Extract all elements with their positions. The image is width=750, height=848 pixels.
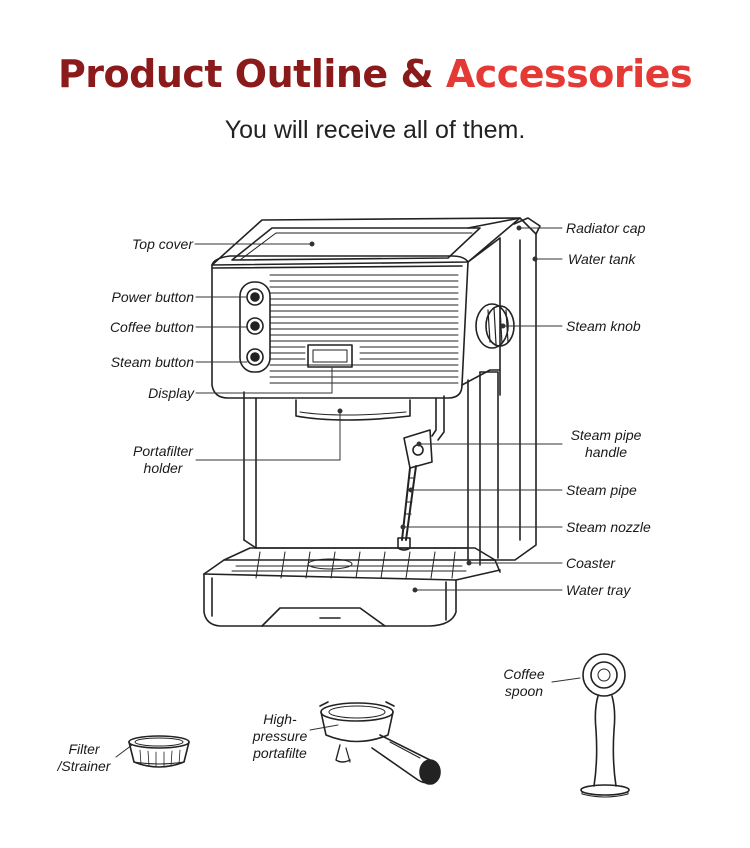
label-steam-button: Steam button: [110, 354, 194, 370]
label-portafilter-holder: Portafilter holder: [118, 443, 208, 477]
radiator-cap: [513, 217, 541, 235]
title-part-accessories: Accessories: [445, 52, 693, 96]
label-portafilter-line3: portafilte: [253, 745, 307, 761]
portafilter: [319, 701, 441, 785]
label-display: Display: [148, 385, 194, 401]
page-subtitle: You will receive all of them.: [224, 116, 526, 144]
label-steam-knob: Steam knob: [566, 318, 641, 334]
espresso-machine: [203, 217, 541, 627]
group-head: [295, 399, 411, 421]
label-water-tank: Water tank: [568, 251, 636, 267]
label-coffee-button: Coffee button: [109, 319, 194, 335]
label-top-cover: Top cover: [132, 236, 193, 252]
label-portafilter-holder-line2: holder: [143, 460, 183, 476]
label-portafilter-line1: High-: [263, 711, 297, 727]
filter-strainer: [128, 735, 190, 768]
label-radiator-cap: Radiator cap: [566, 220, 646, 236]
title-part-product-outline: Product Outline: [57, 52, 388, 96]
head-ribs: [269, 274, 459, 384]
display-shape: [307, 344, 353, 368]
label-portafilter-line2: pressure: [252, 728, 308, 744]
label-steam-pipe-handle-line1: Steam pipe: [570, 427, 642, 443]
label-portafilter-holder-line1: Portafilter: [133, 443, 193, 459]
label-filter-strainer: Filter /Strainer: [48, 741, 120, 775]
steam-pipe-handle-shape: [403, 429, 433, 469]
label-steam-pipe-handle-line2: handle: [584, 444, 628, 460]
label-steam-nozzle: Steam nozzle: [566, 519, 651, 535]
label-filter-line1: Filter: [68, 741, 100, 757]
label-steam-pipe-handle: Steam pipe handle: [560, 427, 652, 461]
label-water-tray: Water tray: [566, 582, 631, 598]
title-ampersand: &: [400, 52, 434, 96]
leader-lines: [115, 225, 581, 758]
label-spoon-line2: spoon: [504, 683, 544, 699]
steam-button-shape: [246, 348, 264, 366]
coaster-grid: [231, 551, 467, 579]
label-coaster: Coaster: [566, 555, 616, 571]
label-filter-line2: /Strainer: [57, 758, 111, 774]
label-steam-pipe: Steam pipe: [566, 482, 637, 498]
top-cover-outline: [211, 217, 521, 266]
coffee-spoon: [580, 653, 630, 798]
page-title: Product Outline & Accessories: [0, 52, 750, 96]
label-high-pressure-portafilter: High- pressure portafilte: [238, 711, 322, 762]
coffee-button-shape: [246, 317, 264, 335]
label-coffee-spoon: Coffee spoon: [492, 666, 556, 700]
label-spoon-line1: Coffee: [503, 666, 545, 682]
label-power-button: Power button: [111, 289, 195, 305]
